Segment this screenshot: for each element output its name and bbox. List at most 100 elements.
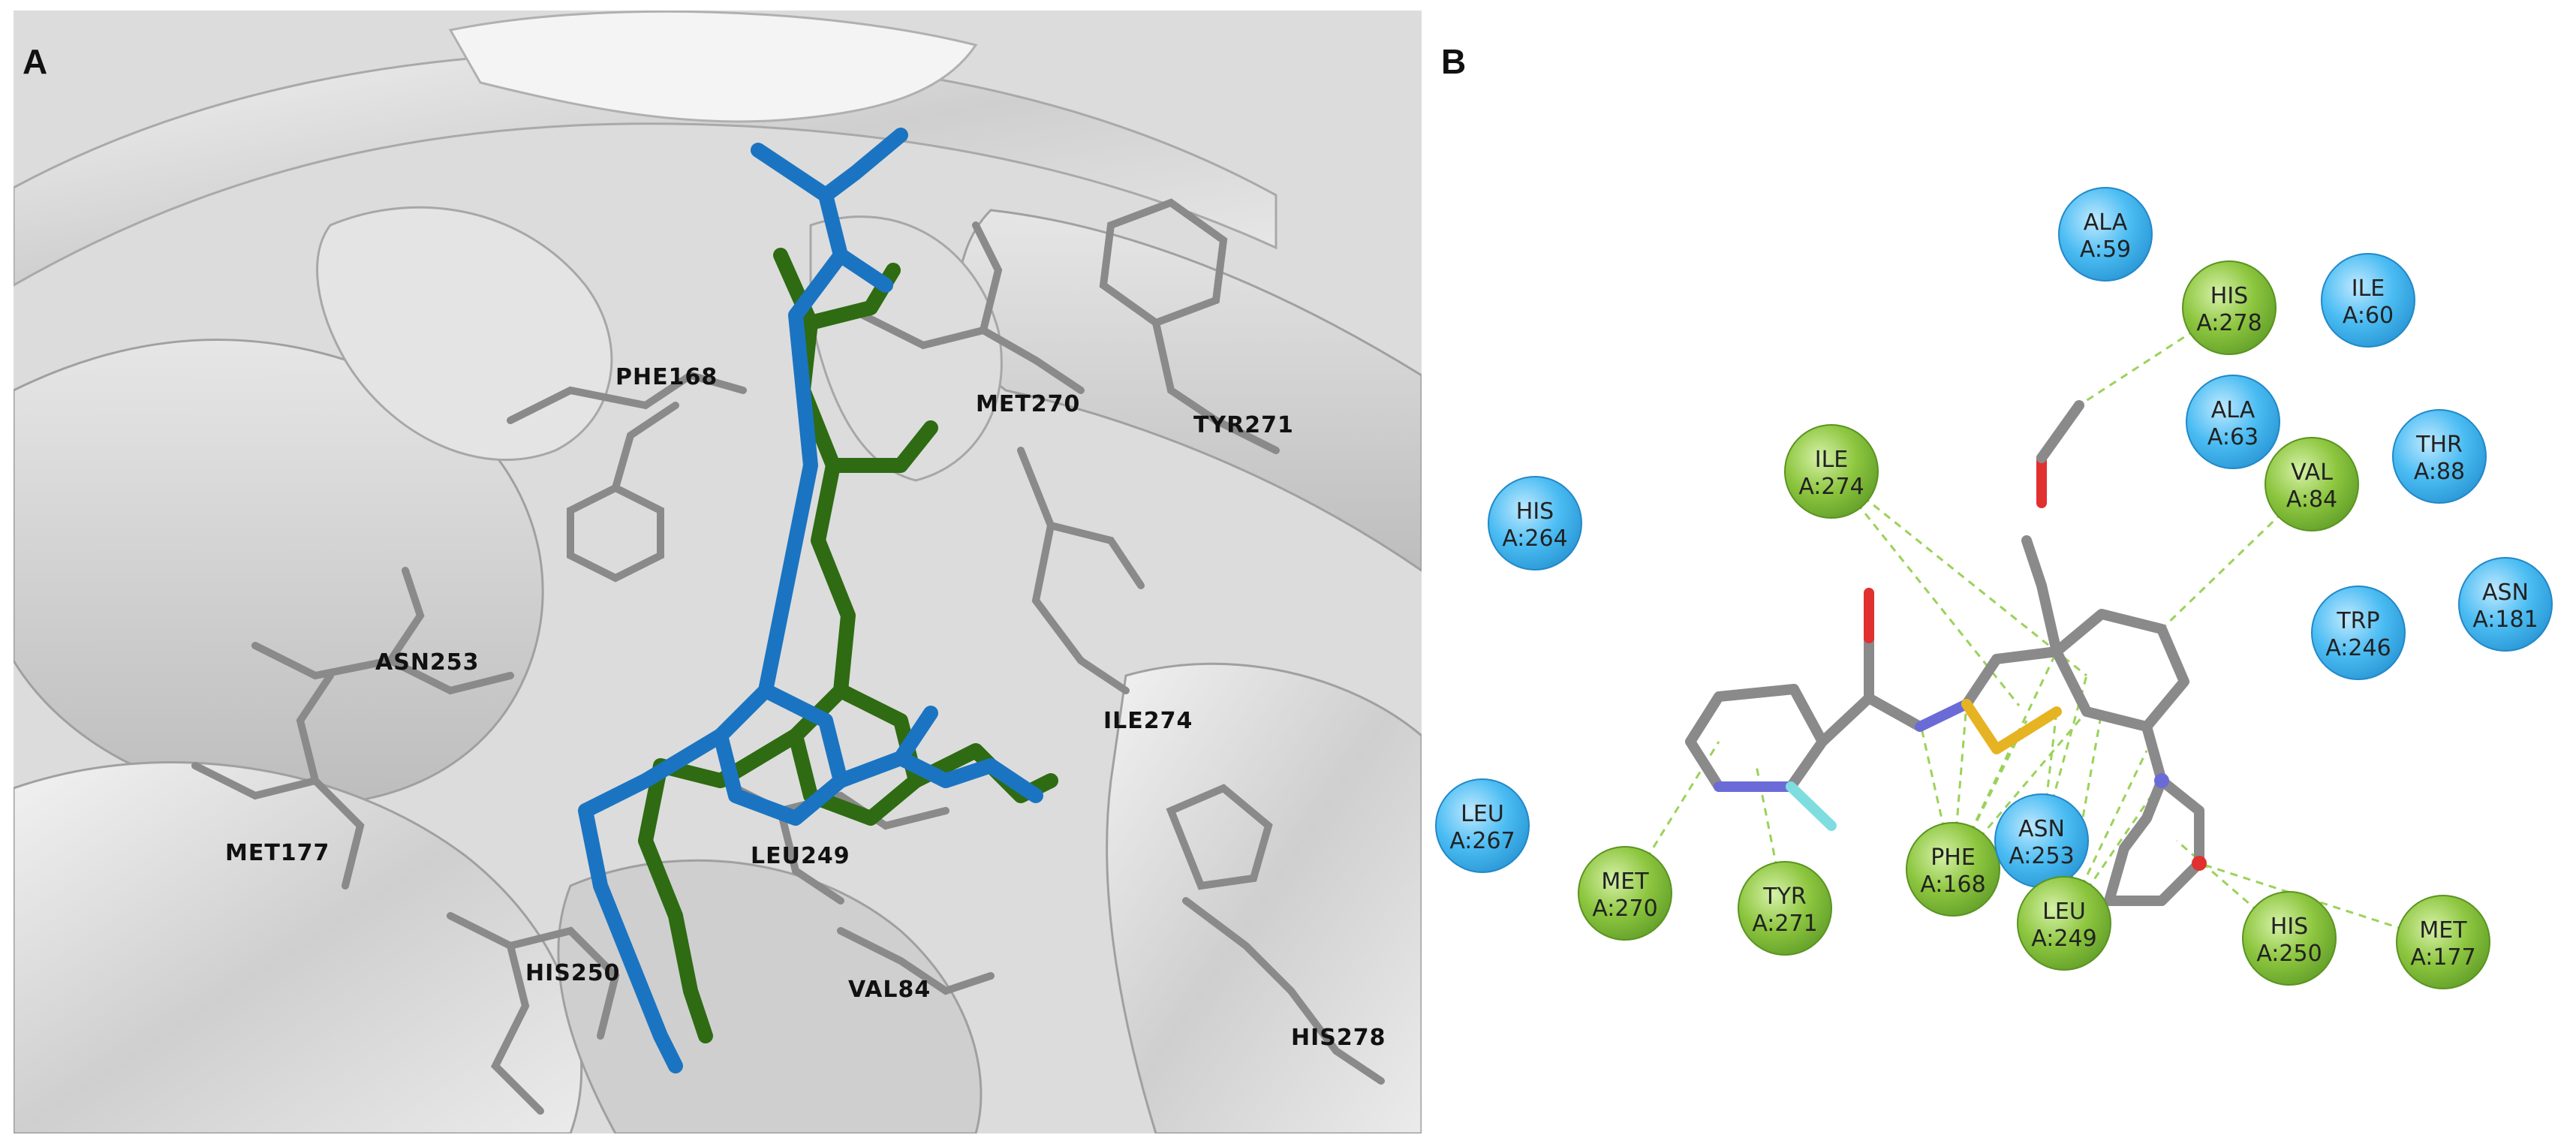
residue-node-name: ALA — [2211, 397, 2256, 423]
ligand-blue-right-branch — [893, 706, 938, 766]
residue-node-chain-number: A:270 — [1592, 896, 1657, 922]
pyridine-ring-bonds-gray — [1685, 684, 1799, 792]
residue-node-chain-number: A:177 — [2410, 944, 2475, 971]
residue-node-circle — [1578, 846, 1672, 941]
residue-node-chain-number: A:267 — [1449, 828, 1515, 854]
residue-node-chain-number: A:264 — [1502, 525, 1567, 552]
residue-node-chain-number: A:250 — [2256, 941, 2322, 967]
ribbon-loop-top — [448, 11, 978, 123]
ligand-blue-sticks — [578, 128, 1043, 1073]
residue-label-phe168: PHE168 — [615, 364, 718, 390]
panel-label-b: B — [1441, 42, 1466, 81]
residue-node-circle — [1906, 822, 2000, 917]
residue-sticks-his278 — [1182, 897, 1385, 1085]
contact-line-asn253 — [2040, 711, 2058, 841]
residue-node-chain-number: A:59 — [2080, 236, 2131, 263]
residue-label-met270: MET270 — [976, 391, 1080, 417]
pyridine-ring-bonds-gray-right — [1786, 684, 1828, 792]
methoxy-bond — [2021, 535, 2062, 657]
residue-node-chain-number: A:84 — [2286, 486, 2337, 513]
ligand-green-branch-mid — [826, 420, 938, 473]
ligand-blue-top — [751, 128, 908, 203]
residue-node-name: TRP — [2336, 608, 2379, 634]
residue-node-chain-number: A:88 — [2414, 459, 2465, 485]
ligand-green-tail — [638, 728, 803, 1043]
residue-node-name: THR — [2415, 432, 2463, 458]
contact-line-phe168 — [1920, 727, 1955, 870]
residue-node-circle — [1738, 861, 1832, 956]
residue-label-tyr271: TYR271 — [1193, 412, 1294, 438]
contact-line-tyr271 — [1755, 765, 1786, 909]
residue-node-name: MET — [2419, 917, 2467, 944]
residue-sticks-met177-branch — [296, 672, 334, 784]
residue-node-circle — [2242, 891, 2337, 986]
residue-node-circle — [2265, 437, 2359, 531]
residue-node-chain-number: A:253 — [2009, 843, 2074, 869]
residue-node-name: TYR — [1762, 884, 1807, 910]
residue-node-circle — [1784, 424, 1879, 519]
residue-label-leu249: LEU249 — [751, 843, 850, 869]
residue-node-circle — [2458, 557, 2553, 652]
protein-ribbon-group — [14, 11, 1422, 1133]
residue-node-name: HIS — [2271, 914, 2308, 940]
residue-node-circle — [2321, 253, 2415, 348]
residue-node-name: ASN — [2018, 816, 2065, 842]
residue-node-name: ASN — [2482, 580, 2529, 606]
residue-node-chain-number: A:274 — [1798, 474, 1864, 500]
residue-node-name: PHE — [1930, 844, 1976, 871]
residue-node-name: HIS — [1516, 498, 1554, 525]
amide-chain — [1817, 693, 1925, 747]
residue-node-circle — [2058, 187, 2153, 281]
residue-node-name: HIS — [2210, 283, 2248, 309]
residue-node-circle — [2017, 876, 2111, 971]
residue-sticks-phe168 — [507, 371, 747, 424]
residue-label-his278: HIS278 — [1291, 1025, 1386, 1051]
residue-node-name: LEU — [2042, 899, 2086, 925]
ligand-2d-structure — [1685, 400, 2207, 906]
residue-node-circle — [2182, 260, 2277, 355]
residue-node-chain-number: A:246 — [2325, 635, 2391, 661]
residue-node-chain-number: A:278 — [2196, 310, 2262, 336]
residue-sticks-his250 — [447, 912, 620, 1040]
fluorine-bond — [1786, 781, 1837, 831]
ribbon-helix-bottom-center — [557, 859, 983, 1133]
thiazole-bonds — [1961, 646, 2062, 709]
residue-node-name: ILE — [1815, 447, 1849, 473]
contact-line-leu249 — [2063, 711, 2103, 924]
residue-node-circle — [1488, 476, 1582, 570]
residue-node-circle — [2311, 586, 2406, 680]
residue-sticks-val84 — [837, 927, 995, 995]
residue-node-name: LEU — [1461, 801, 1504, 827]
residue-node-name: ILE — [2352, 275, 2385, 302]
ribbon-helix-bottom-right — [1106, 662, 1422, 1133]
residue-sticks-leu249-branch — [777, 807, 844, 905]
residue-ring-his278 — [1166, 784, 1273, 890]
morpholine-nitrogen — [2154, 773, 2169, 788]
ribbon-helix-top — [14, 50, 1277, 287]
amide-nitrogen — [1915, 699, 1972, 732]
ligand-blue-tail — [578, 728, 728, 1073]
residue-sticks-met270-branch — [972, 221, 1003, 334]
panel-label-a: A — [23, 42, 47, 81]
residue-sticks-asn253-branch — [387, 567, 425, 664]
residue-node-chain-number: A:271 — [1752, 911, 1817, 937]
pyridine-ring — [1685, 684, 1828, 792]
residue-label-his250: HIS250 — [525, 960, 621, 986]
